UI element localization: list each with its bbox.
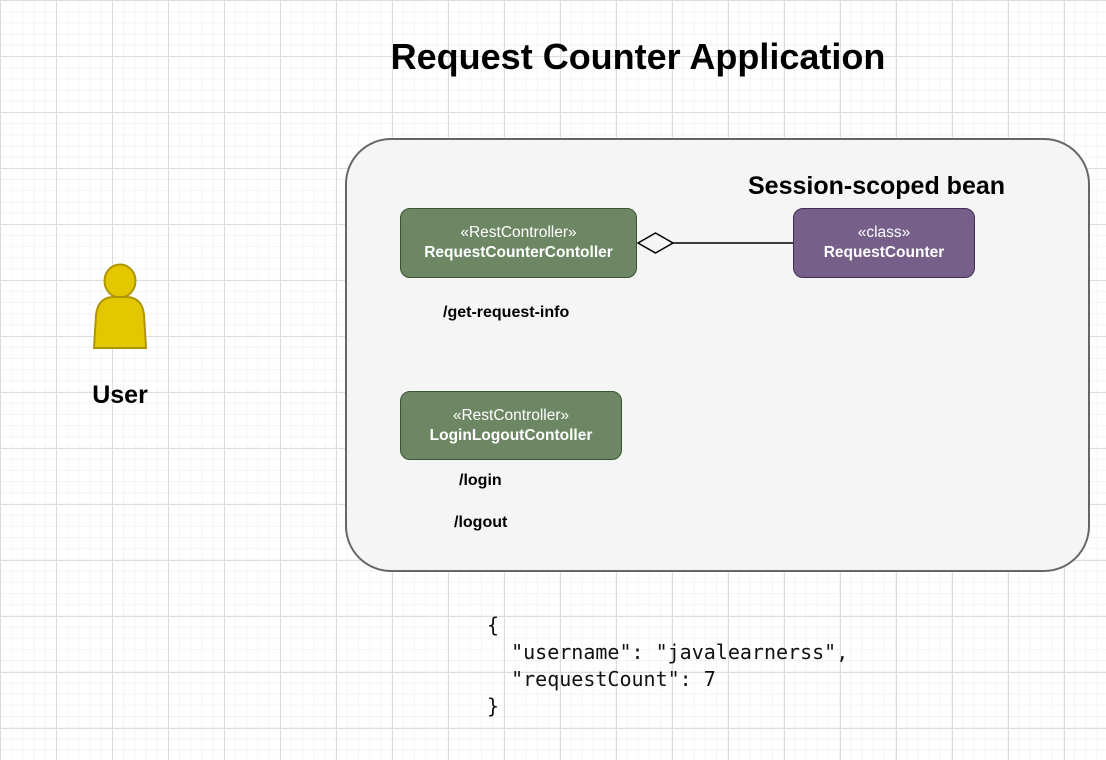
node-request-counter: «class» RequestCounter [793, 208, 975, 278]
node-stereotype: «class» [857, 224, 911, 241]
node-login-logout-controller: «RestController» LoginLogoutContoller [400, 391, 622, 460]
system-boundary-container [345, 138, 1090, 572]
aggregation-connector [636, 232, 794, 254]
user-actor-icon [92, 263, 148, 349]
node-name: RequestCounter [823, 244, 945, 261]
node-stereotype: «RestController» [452, 406, 570, 424]
session-scoped-bean-label: Session-scoped bean [748, 172, 1006, 200]
diagram-title: Request Counter Application [390, 36, 886, 77]
user-actor-label: User [92, 381, 148, 409]
json-response-snippet: { "username": "javalearnerss", "requestC… [487, 613, 849, 718]
endpoint-login: /login [459, 472, 502, 489]
node-stereotype: «RestController» [460, 224, 577, 241]
node-request-counter-controller: «RestController» RequestCounterContoller [400, 208, 637, 278]
aggregation-diamond-icon [636, 232, 675, 254]
node-name: LoginLogoutContoller [429, 426, 593, 444]
endpoint-get-request-info: /get-request-info [443, 304, 570, 321]
node-name: RequestCounterContoller [424, 244, 613, 261]
endpoint-logout: /logout [454, 514, 508, 531]
